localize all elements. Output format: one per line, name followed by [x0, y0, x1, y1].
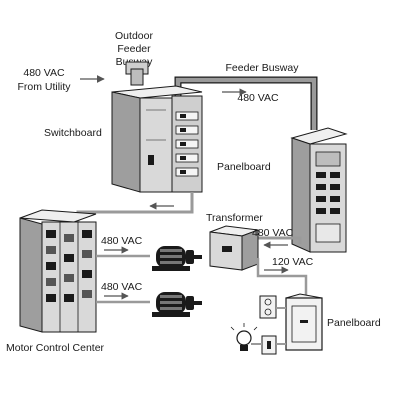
- switchboard-cabinet: [111, 85, 203, 193]
- transformer-unit: [209, 225, 259, 271]
- motor-1-voltage: 480 VAC: [101, 235, 143, 247]
- panelboard-small-cabinet: [285, 293, 323, 351]
- mcc-label: Motor Control Center: [6, 342, 105, 354]
- panelboard-main-cabinet: [290, 127, 348, 253]
- transformer-output-voltage: 120 VAC: [272, 256, 314, 268]
- light-bulb-icon: [230, 323, 258, 351]
- transformer-input-voltage: 480 VAC: [252, 227, 294, 239]
- transformer-to-panelboard-line: [256, 258, 308, 296]
- outlet-icon: [259, 295, 277, 319]
- feeder-busway-voltage: 480 VAC: [237, 92, 279, 104]
- mcc-to-motor-1-line: [96, 246, 150, 258]
- motor-2-voltage: 480 VAC: [101, 281, 143, 293]
- utility-label-line2: From Utility: [17, 81, 71, 93]
- motor-2-icon: [152, 292, 202, 317]
- outdoor-busway-label-line1: Outdoor: [115, 30, 153, 42]
- motor-control-center: [19, 209, 97, 333]
- light-switch-icon: [261, 335, 277, 355]
- outdoor-busway: [125, 61, 149, 86]
- mcc-to-motor-2-line: [96, 292, 150, 304]
- panelboard-to-transformer-line: [258, 236, 302, 244]
- switchboard-label: Switchboard: [44, 127, 102, 139]
- outdoor-busway-label-line2: Feeder: [117, 43, 151, 55]
- motor-1-icon: [152, 246, 202, 271]
- panelboard-main-label: Panelboard: [217, 161, 271, 173]
- transformer-label: Transformer: [206, 212, 263, 224]
- panelboard-small-label: Panelboard: [327, 317, 381, 329]
- feeder-busway-label: Feeder Busway: [226, 62, 300, 74]
- switchboard-to-mcc-line: [76, 192, 194, 222]
- utility-label-line1: 480 VAC: [23, 67, 65, 79]
